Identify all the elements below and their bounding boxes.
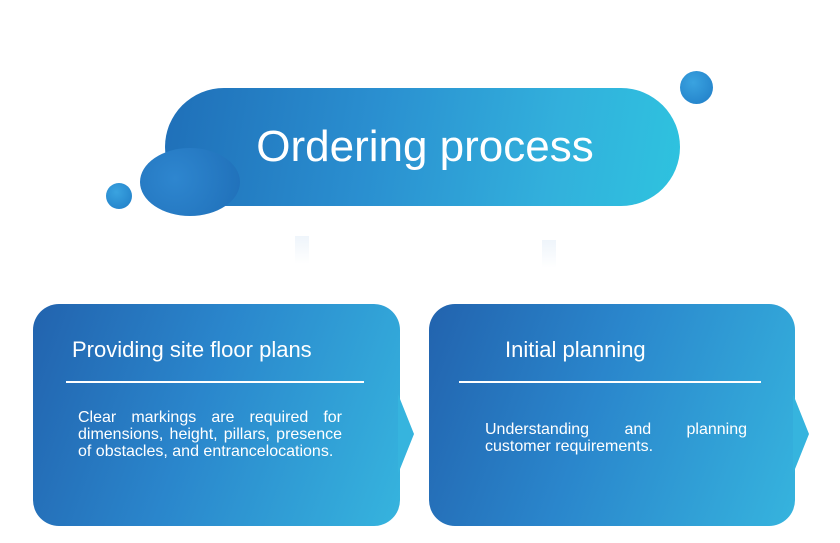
- page-title: Ordering process: [256, 122, 594, 171]
- step-title: Initial planning: [505, 337, 646, 362]
- decorative-faint-mark-right: [542, 240, 556, 268]
- arrow-notch: [793, 394, 809, 474]
- decorative-faint-mark-left: [295, 236, 309, 264]
- divider: [459, 381, 761, 383]
- step-title: Providing site floor plans: [72, 337, 312, 362]
- title-banner: [165, 88, 680, 206]
- step-description: Understanding and planning customer requ…: [485, 421, 747, 455]
- arrow-notch: [398, 394, 414, 474]
- decorative-circle-left-small: [106, 183, 132, 209]
- process-step-card-1: Providing site floor plans Clear marking…: [33, 304, 414, 526]
- divider: [66, 381, 364, 383]
- process-step-card-2: Initial planning Understanding and plann…: [429, 304, 809, 526]
- decorative-circle-left-large: [140, 148, 240, 216]
- step-description: Clear markings are required for dimensio…: [78, 409, 342, 460]
- decorative-circle-top-right: [680, 71, 713, 104]
